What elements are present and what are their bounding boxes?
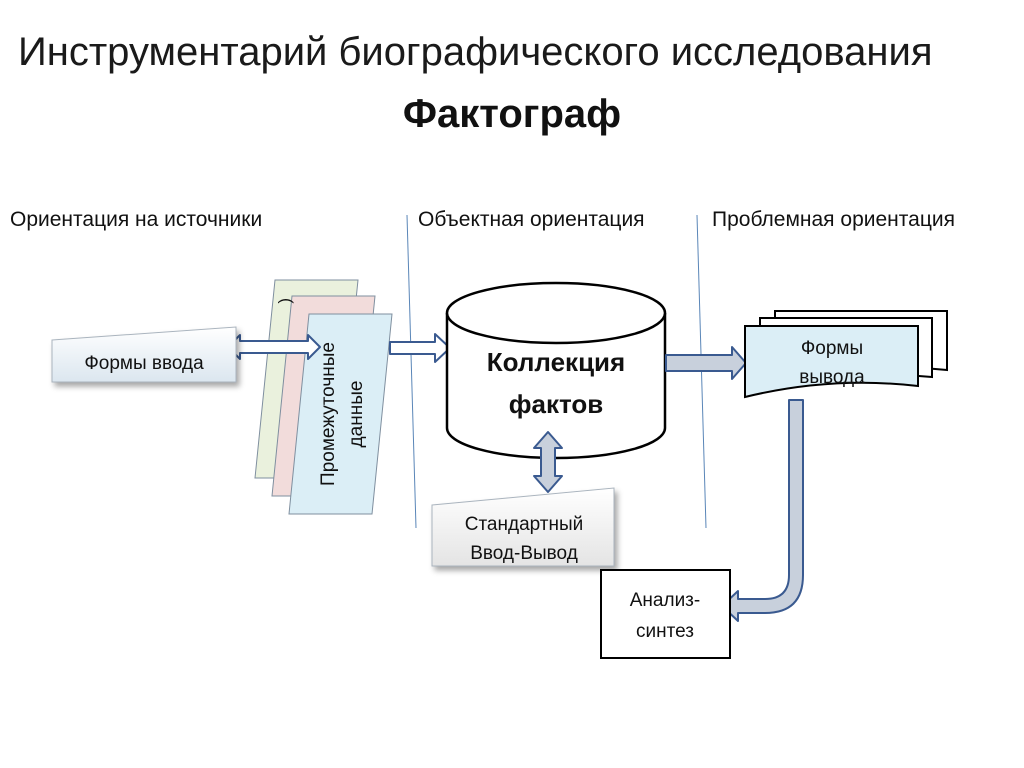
sheet-front: [288, 313, 393, 515]
standard-io-label-1: Стандартный: [465, 514, 584, 535]
intermediate-data-label-2: данные: [346, 381, 367, 448]
column-heading-object: Объектная ориентация: [418, 208, 645, 231]
output-forms-label-1: Формы: [801, 338, 863, 359]
column-heading-sources: Ориентация на источники: [10, 208, 263, 231]
output-forms-stack: [744, 310, 948, 399]
input-forms-box: [51, 326, 237, 383]
sheet-back-text-fragment: ): [275, 298, 294, 304]
intermediate-data-label-1: Промежуточные: [318, 342, 339, 486]
arrow-input-to-intermediate: [227, 334, 321, 360]
fact-collection-cylinder: [445, 281, 667, 460]
analysis-synthesis-label-1: Анализ-: [630, 590, 700, 611]
slide-subtitle: Фактограф: [402, 92, 622, 136]
column-heading-problem: Проблемная ориентация: [712, 208, 955, 231]
arrow-collection-to-output: [665, 346, 747, 380]
divider-line-left: [406, 214, 417, 529]
fact-collection-label-1: Коллекция: [487, 347, 625, 377]
arrow-output-to-analysis: [721, 399, 804, 622]
analysis-synthesis-label-2: синтез: [636, 621, 694, 642]
standard-io-box: [431, 487, 615, 567]
arrow-intermediate-to-collection: [389, 333, 451, 363]
intermediate-data-stack: ) Промежуточные данные: [254, 279, 393, 515]
slide-title: Инструментарий биографического исследова…: [18, 30, 933, 74]
standard-io-label-2: Ввод-Вывод: [470, 543, 578, 564]
analysis-synthesis-box: [600, 569, 731, 659]
input-forms-label: Формы ввода: [84, 353, 204, 374]
output-forms-label-2: вывода: [799, 367, 865, 388]
fact-collection-label-2: фактов: [509, 389, 603, 419]
arrow-collection-to-standard-io: [533, 431, 563, 493]
